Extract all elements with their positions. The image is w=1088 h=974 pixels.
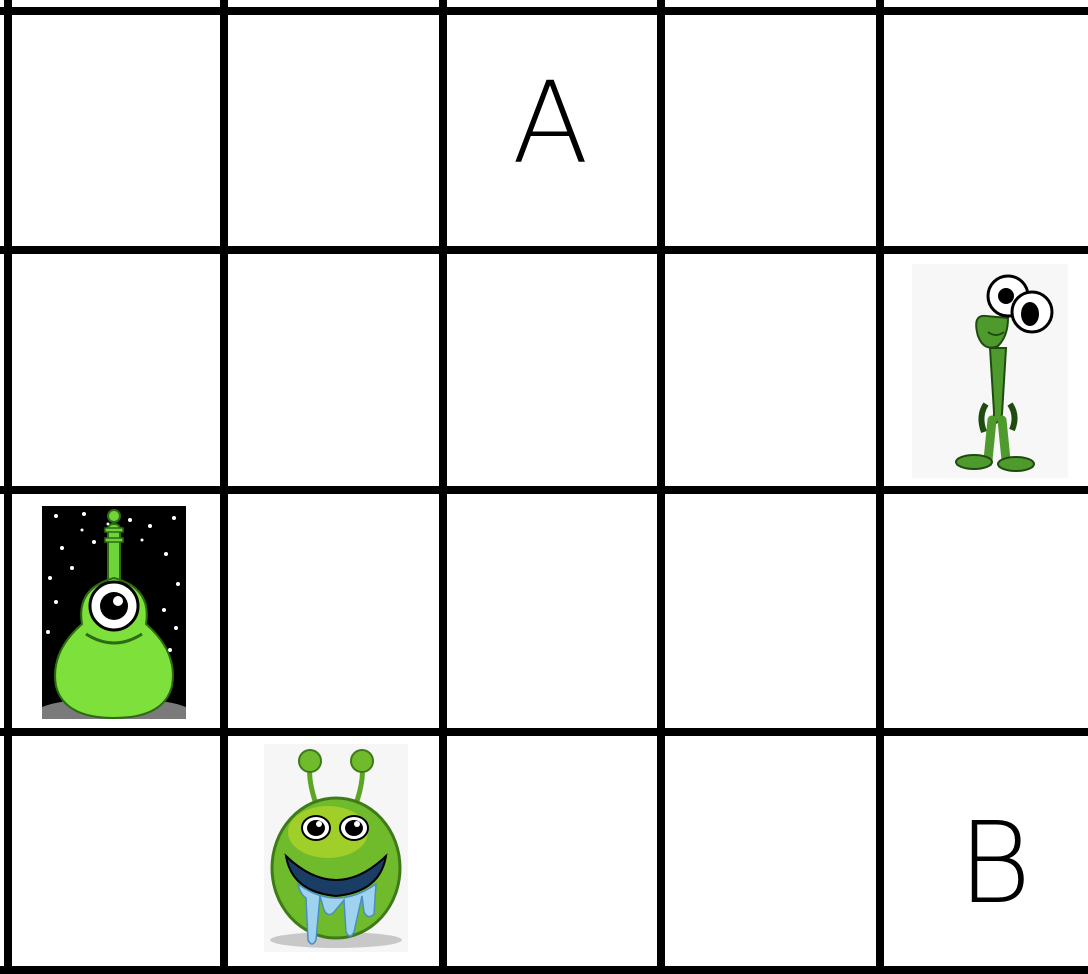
grid-line-horizontal: [0, 246, 1088, 254]
one-eyed-alien-icon[interactable]: [42, 506, 186, 719]
label-a: A: [512, 68, 589, 180]
grid-line-horizontal: [0, 728, 1088, 736]
label-b: B: [958, 808, 1031, 920]
grid-line-horizontal: [0, 486, 1088, 494]
grid-line-horizontal: [0, 966, 1088, 974]
big-eyed-alien-icon[interactable]: [912, 264, 1068, 478]
drooling-alien-icon[interactable]: [264, 744, 408, 952]
grid-line-horizontal: [0, 7, 1088, 15]
